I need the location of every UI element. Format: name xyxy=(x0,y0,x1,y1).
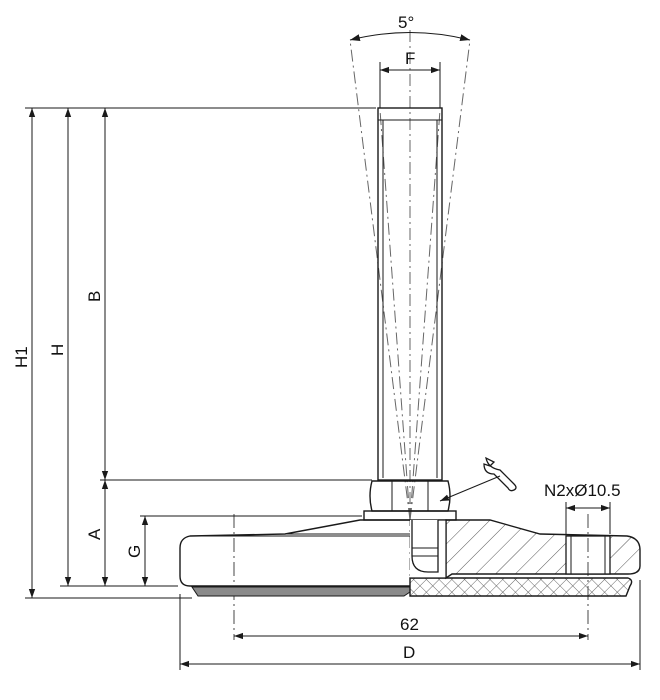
dimension-F: F xyxy=(379,49,441,108)
dimension-B-label: B xyxy=(85,291,104,302)
ball-joint xyxy=(410,519,447,579)
dimension-H1-label: H1 xyxy=(12,346,31,368)
dimension-F-label: F xyxy=(405,49,415,68)
threaded-stud xyxy=(377,107,443,481)
dimension-62-label: 62 xyxy=(400,615,419,634)
base-section xyxy=(409,514,641,640)
dimension-D: D xyxy=(179,580,641,670)
dimension-A: A xyxy=(85,480,109,586)
dimension-holes: N2xØ10.5 xyxy=(544,481,621,534)
dimension-62: 62 xyxy=(234,615,588,640)
wrench-icon xyxy=(483,456,517,492)
wrench-leader xyxy=(439,475,501,502)
swivel-cone xyxy=(349,30,471,590)
rubber-pad-left xyxy=(191,586,411,597)
dimension-H: H xyxy=(48,108,72,586)
dimension-G: G xyxy=(125,516,149,586)
dimension-H-label: H xyxy=(48,344,67,356)
dimension-D-label: D xyxy=(403,643,415,662)
angle-arc xyxy=(349,31,471,41)
extension-lines xyxy=(25,107,376,599)
angle-label: 5° xyxy=(398,13,414,32)
dimension-holes-label: N2xØ10.5 xyxy=(544,481,621,500)
dimension-A-label: A xyxy=(85,528,104,540)
dimension-B: B xyxy=(85,108,109,480)
rubber-pad-section xyxy=(409,577,633,597)
base-left-view xyxy=(179,514,410,640)
dimension-G-label: G xyxy=(125,545,144,558)
dimension-H1: H1 xyxy=(12,108,36,598)
